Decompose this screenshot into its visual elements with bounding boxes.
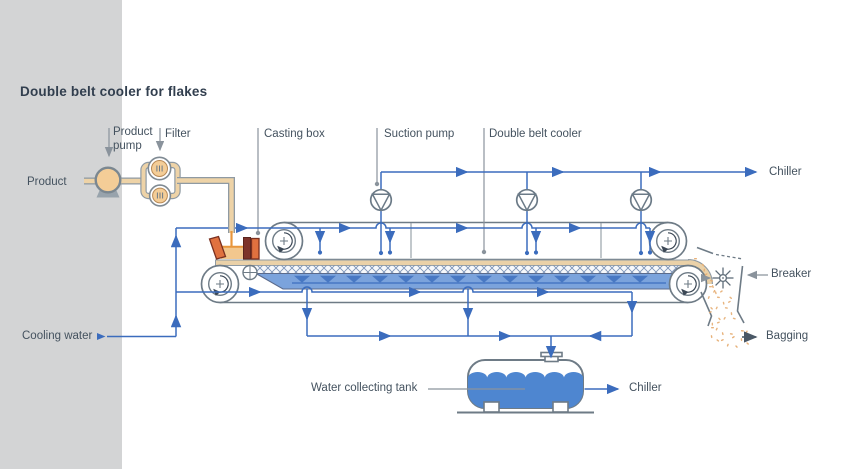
casting-box: [208, 231, 260, 260]
water-circuit: [97, 166, 758, 395]
filter: [147, 156, 172, 207]
deflector-plate: [696, 246, 714, 255]
suction-pump: [369, 172, 393, 256]
tank-water: [468, 372, 583, 408]
filter-element: [148, 184, 172, 207]
filter-to-casting-pipe: [177, 177, 235, 233]
cooling-water-bath: [253, 272, 702, 290]
suction-pumps: [369, 172, 653, 256]
water-collecting-tank: [457, 351, 594, 414]
label-chiller-top: Chiller: [769, 166, 802, 178]
leader-lines: [104, 128, 768, 390]
double-belt-cooler-machine: [200, 221, 745, 327]
flakes-group: [694, 258, 749, 348]
label-water-collecting-tank: Water collecting tank: [311, 382, 418, 394]
breaker-wheel: [712, 267, 734, 289]
left-gray-panel: [0, 0, 122, 469]
suction-pump: [629, 172, 653, 256]
belt-pulleys: [200, 221, 708, 304]
flake-sheet-dashed: [715, 253, 744, 260]
label-casting-box: Casting box: [264, 128, 325, 140]
casting-plate-slanted: [208, 235, 227, 260]
belt-pulley: [668, 264, 708, 304]
product-pump: [94, 166, 122, 198]
label-product: Product: [27, 176, 67, 188]
suction-pump: [515, 172, 539, 256]
chute-wall-right: [736, 265, 745, 324]
label-bagging: Bagging: [766, 330, 809, 342]
label-cooling-water: Cooling water: [22, 330, 93, 342]
label-product-pump: Product pump: [113, 126, 153, 152]
label-filter: Filter: [165, 128, 191, 140]
cooling-water-inlet-arrow: [97, 333, 106, 340]
belt-pulley: [264, 221, 304, 261]
casting-plate-orange: [250, 237, 260, 260]
belt-truss-band: [251, 265, 701, 274]
spray-nozzles: [294, 275, 648, 283]
header-drops: [314, 228, 656, 255]
label-chiller-bottom: Chiller: [629, 382, 662, 394]
belt-pulley: [200, 264, 240, 304]
casting-plate-dark: [243, 237, 251, 260]
product-band-wrap-edge: [687, 259, 713, 285]
bearing-symbol: [242, 264, 258, 281]
product-line: [84, 156, 260, 260]
tank-leg-right: [552, 401, 569, 413]
label-suction-pump: Suction pump: [384, 128, 455, 140]
label-breaker: Breaker: [771, 268, 812, 280]
bath-feed-line: [176, 286, 632, 293]
page-title: Double belt cooler for flakes: [20, 84, 208, 99]
belt-pulley: [648, 221, 688, 261]
label-double-belt-cooler: Double belt cooler: [489, 128, 582, 140]
filter-element: [147, 156, 172, 181]
tank-leg-left: [483, 401, 500, 413]
chute-wall-left: [700, 291, 713, 327]
product-band: [215, 259, 690, 266]
